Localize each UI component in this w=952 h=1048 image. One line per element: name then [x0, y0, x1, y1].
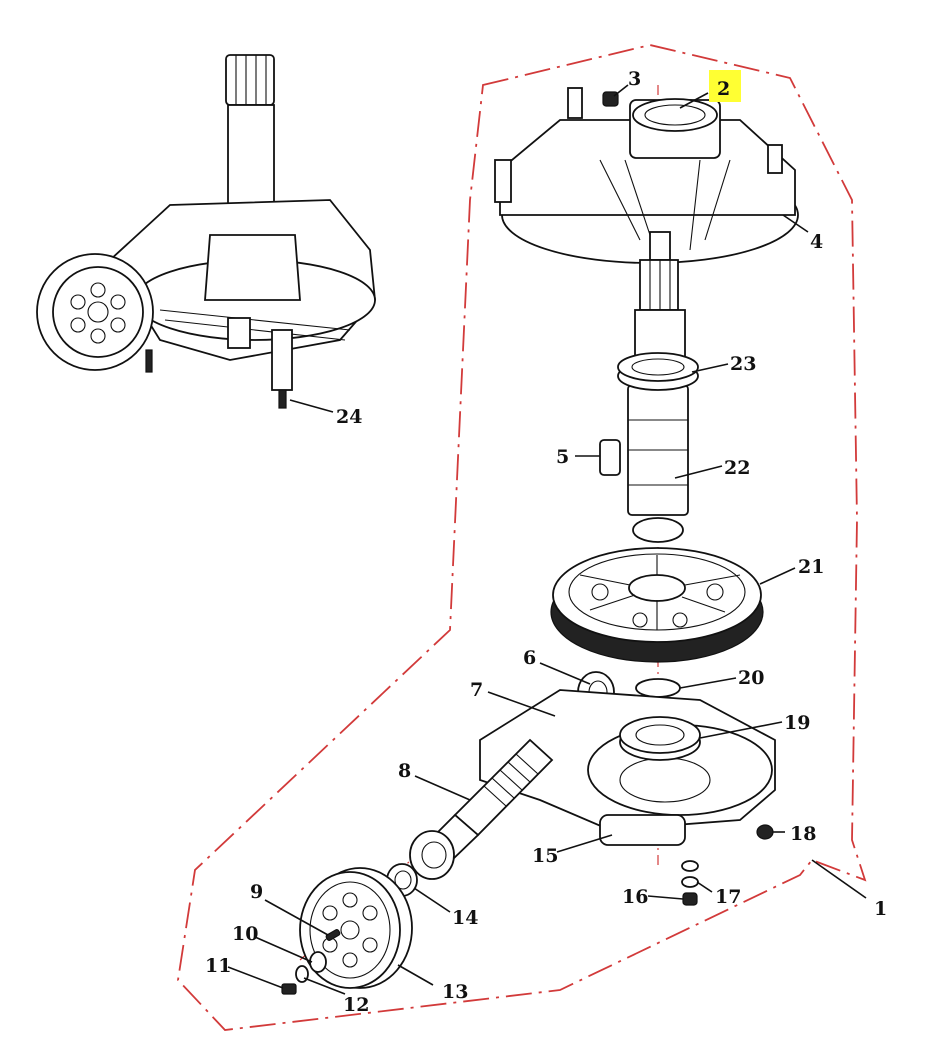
- highlight-box: [709, 70, 741, 102]
- label-23: 23: [730, 353, 756, 375]
- upper-housing-part-2: [494, 87, 799, 264]
- leader-lines: [227, 84, 867, 995]
- worm-gear-part-21: [550, 547, 764, 663]
- label-6: 6: [523, 647, 536, 669]
- label-21: 21: [798, 556, 824, 578]
- label-5: 5: [556, 446, 569, 468]
- label-8: 8: [398, 760, 411, 782]
- output-shaft-part-22: [627, 259, 689, 543]
- label-15: 15: [532, 845, 558, 867]
- bolt-part-11: [281, 983, 297, 995]
- callout-labels: 1 2 3 4 5 6 7 8 9 10 11 12 13 14 15 16 1…: [205, 68, 887, 1016]
- label-13: 13: [442, 981, 468, 1003]
- label-10: 10: [232, 923, 258, 945]
- label-3: 3: [628, 68, 641, 90]
- bearing-part-23: [617, 352, 699, 391]
- circlip-part-20: [635, 678, 681, 698]
- label-18: 18: [790, 823, 816, 845]
- label-7: 7: [470, 679, 483, 701]
- label-22: 22: [724, 457, 750, 479]
- label-1: 1: [874, 898, 887, 920]
- label-17: 17: [715, 886, 741, 908]
- label-4: 4: [810, 231, 823, 253]
- label-24: 24: [336, 406, 362, 428]
- label-14: 14: [452, 907, 478, 929]
- nut-part-18: [756, 824, 774, 840]
- pulley-part-13: [299, 867, 413, 989]
- washer-part-10: [309, 951, 327, 973]
- nut-washer-parts-16-17: [681, 860, 699, 906]
- label-19: 19: [784, 712, 810, 734]
- key-part-5: [599, 439, 621, 476]
- label-11: 11: [205, 955, 231, 977]
- assembly-boundary: [177, 44, 867, 1031]
- bearing-part-19: [619, 716, 701, 761]
- label-2: 2: [717, 78, 730, 100]
- label-16: 16: [622, 886, 648, 908]
- label-9: 9: [250, 881, 263, 903]
- label-12: 12: [343, 994, 369, 1016]
- label-20: 20: [738, 667, 764, 689]
- key-part-9: [325, 929, 341, 941]
- assembled-gearbox-drawing: [36, 54, 376, 409]
